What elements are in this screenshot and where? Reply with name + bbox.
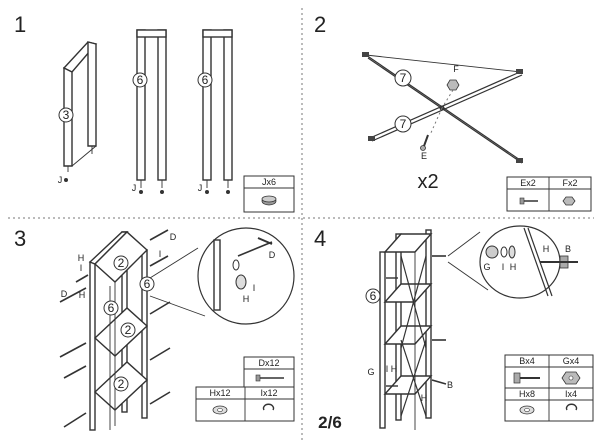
- foot-pad-j: [64, 178, 68, 182]
- callout-part-3-label: 3: [63, 108, 70, 122]
- parts-table-fx2: Fx2: [562, 178, 577, 188]
- part-label-f: F: [453, 64, 459, 74]
- part-label-i: I: [80, 263, 83, 273]
- callout-part-6-a-label: 6: [137, 73, 144, 87]
- part-label-h-7: H: [421, 393, 428, 403]
- foot-pad-icon: [261, 195, 277, 206]
- part-label-g-2: G: [367, 367, 374, 377]
- callout-part-7-b: [394, 115, 412, 133]
- nut-g-table-icon: [561, 371, 581, 385]
- parts-table-ix12: Ix12: [260, 388, 277, 398]
- part-label-g: G: [483, 262, 490, 272]
- detail-zoom-bubble: [149, 227, 295, 325]
- part-label-j: J: [58, 175, 63, 185]
- callout-part-7-b-label: 7: [400, 117, 407, 131]
- bolts-right-side: [386, 255, 447, 387]
- nut-f-icon: [446, 79, 460, 91]
- part-label-j-2: J: [132, 183, 137, 193]
- part-label-h: H: [78, 253, 85, 263]
- bolt-b-table-icon: [513, 372, 540, 384]
- callout-part-6-b: [197, 72, 213, 88]
- step-1-parts-table: Jx6: [243, 175, 295, 213]
- part-label-i-3: I: [253, 283, 256, 293]
- parts-table-dx12: Dx12: [258, 358, 279, 368]
- callout-part-2-b: [120, 322, 136, 338]
- step-1-panel: 1 3 J 6 J: [14, 12, 295, 213]
- assembled-shelf: [379, 229, 433, 430]
- foot-pad-j-2: [139, 190, 143, 194]
- part-label-d-2: D: [170, 232, 177, 242]
- parts-table-jx6: Jx6: [262, 177, 276, 187]
- part-label-d: D: [61, 289, 68, 299]
- spring-washer-i-table-icon-2: [565, 403, 578, 411]
- part-label-h-3: H: [243, 294, 250, 304]
- bolt-e-icon: [420, 134, 429, 151]
- callout-part-6-c: [103, 300, 119, 316]
- callout-part-2-c: [113, 376, 129, 392]
- callout-part-2-a-label: 2: [118, 256, 125, 270]
- part-label-h-5: H: [543, 244, 550, 254]
- bolt-e-table-icon: [519, 197, 538, 205]
- callout-part-6-c-label: 6: [108, 301, 115, 315]
- callout-part-2-c-label: 2: [118, 377, 125, 391]
- step-1-number: 1: [14, 12, 26, 37]
- side-frame-part-6-b: [202, 29, 233, 188]
- washer-h-table-icon: [212, 405, 228, 415]
- part-label-e: E: [421, 151, 427, 161]
- callout-part-6-a: [132, 72, 148, 88]
- part-label-h-4: H: [510, 262, 517, 272]
- callout-part-7-a-label: 7: [400, 71, 407, 85]
- screw-d-table-icon: [255, 374, 284, 382]
- step-3-parts-table: Dx12 Hx12 Ix12: [195, 356, 295, 422]
- part-label-j-3: J: [198, 183, 203, 193]
- callout-part-7-a: [394, 69, 412, 87]
- parts-table-gx4: Gx4: [563, 356, 580, 366]
- step-3-number: 3: [14, 226, 26, 251]
- callout-part-6-d-label: 6: [144, 277, 151, 291]
- foot-pad-j-3: [160, 190, 164, 194]
- detail-zoom-bubble-2: [447, 225, 578, 299]
- repeat-multiplier: x2: [417, 171, 438, 193]
- side-frame-part-3: [62, 41, 98, 172]
- step-4-parts-table: Bx4 Gx4 Hx8 Ix4: [504, 354, 594, 422]
- step-4-panel: 4 6: [314, 225, 594, 430]
- screws-left-column: [59, 274, 89, 428]
- part-label-d-3: D: [269, 250, 276, 260]
- callout-part-6-e: [365, 288, 381, 304]
- parts-table-bx4: Bx4: [519, 356, 535, 366]
- foot-pad-j-4: [205, 190, 209, 194]
- part-label-i-4: I: [502, 262, 505, 272]
- part-label-i-2: I: [159, 249, 162, 259]
- parts-table-hx12: Hx12: [209, 388, 230, 398]
- nut-f-table-icon: [562, 196, 576, 206]
- callout-part-6-e-label: 6: [370, 289, 377, 303]
- washer-h-table-icon-2: [519, 405, 535, 415]
- part-label-h-6: H: [391, 364, 398, 374]
- parts-table-ex2: Ex2: [520, 178, 536, 188]
- step-4-number: 4: [314, 226, 326, 251]
- foot-pad-j-5: [226, 190, 230, 194]
- page-indicator: 2/6: [318, 413, 342, 432]
- callout-part-6-b-label: 6: [202, 73, 209, 87]
- side-frame-part-6-a: [136, 29, 167, 188]
- parts-table-hx8: Hx8: [519, 389, 535, 399]
- step-2-number: 2: [314, 12, 326, 37]
- part-label-b: B: [565, 244, 571, 254]
- screws-right-column: [149, 229, 171, 405]
- part-label-i-5: I: [386, 364, 389, 374]
- callout-part-3: [58, 107, 74, 123]
- step-3-panel: 3 2 2 2 6 6: [14, 226, 295, 431]
- callout-part-6-d: [139, 276, 155, 292]
- part-label-b-2: B: [447, 380, 453, 390]
- callout-part-2-a: [113, 255, 129, 271]
- spring-washer-i-table-icon: [262, 403, 275, 411]
- step-2-parts-table: Ex2 Fx2: [506, 176, 592, 212]
- step-2-panel: 2 7 7 F E x2: [314, 12, 592, 212]
- callout-part-2-b-label: 2: [125, 323, 132, 337]
- part-label-h-2: H: [79, 290, 86, 300]
- parts-table-ix4: Ix4: [565, 389, 577, 399]
